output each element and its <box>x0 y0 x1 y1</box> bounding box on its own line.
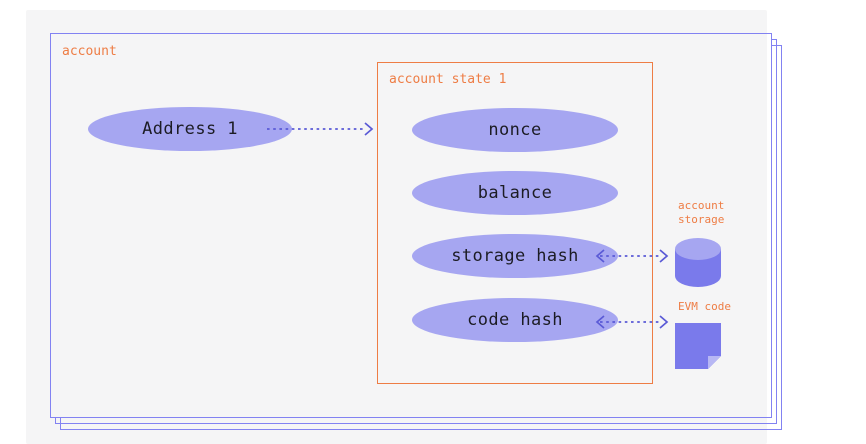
account-storage-label: account storage <box>678 199 725 226</box>
account-card-label: account <box>62 44 117 59</box>
storage-hash-label: storage hash <box>451 246 579 266</box>
database-cylinder-icon <box>675 238 721 287</box>
address-ellipse: Address 1 <box>88 107 292 151</box>
nonce-ellipse: nonce <box>412 108 618 152</box>
nonce-label: nonce <box>488 120 542 140</box>
dashed-double-arrow-icon <box>595 249 669 263</box>
cylinder-bottom <box>675 265 721 287</box>
code-hash-label: code hash <box>467 310 563 330</box>
account-state-label: account state 1 <box>389 72 507 87</box>
diagram-background-panel <box>26 10 767 444</box>
balance-label: balance <box>477 183 553 203</box>
account-card <box>50 33 772 418</box>
balance-ellipse: balance <box>412 171 618 215</box>
dashed-arrow-right-icon <box>267 122 374 136</box>
storage-hash-ellipse: storage hash <box>412 234 618 278</box>
cylinder-top <box>675 238 721 260</box>
address-label: Address 1 <box>142 119 238 139</box>
account-state-box <box>377 62 653 384</box>
dashed-double-arrow-icon <box>595 315 669 329</box>
evm-code-label: EVM code <box>678 300 731 313</box>
code-hash-ellipse: code hash <box>412 298 618 342</box>
document-icon <box>675 323 721 369</box>
